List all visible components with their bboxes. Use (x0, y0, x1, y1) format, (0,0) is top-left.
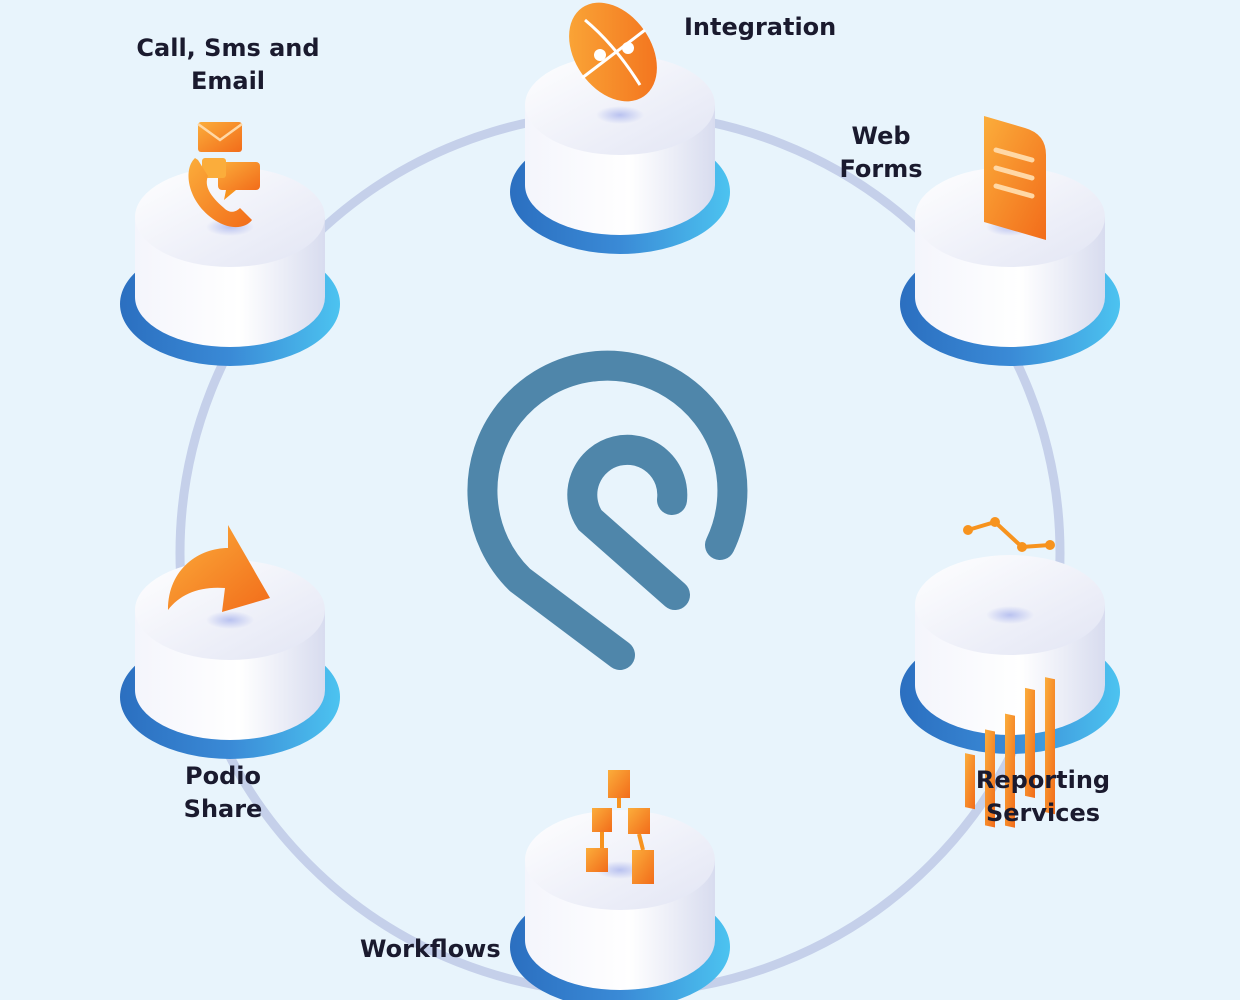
podio-logo-icon (467, 350, 748, 670)
label-integration: Integration (684, 11, 836, 44)
label-podio-share-line-2: Share (183, 795, 263, 823)
node-call-sms-email (120, 167, 340, 366)
label-podio-share-line-1: Podio (185, 762, 261, 790)
label-podio-share: Podio Share (176, 760, 270, 826)
puzzle-globe-icon (569, 2, 657, 102)
phone-chat-mail-icon (188, 122, 260, 228)
label-web-forms-line-1: Web (851, 122, 911, 150)
label-integration-line-1: Integration (684, 13, 837, 41)
node-reporting-services (900, 555, 1120, 754)
document-form-icon (984, 116, 1046, 240)
flowchart-icon (586, 770, 654, 884)
label-reporting-services-line-2: Services (985, 799, 1101, 827)
label-call-sms-email: Call, Sms and Email (130, 32, 326, 98)
label-call-sms-email-line-2: Email (190, 67, 266, 95)
label-web-forms: Web Forms (836, 120, 926, 186)
node-workflows (510, 810, 730, 1000)
node-podio-share (120, 560, 340, 759)
label-reporting-services: Reporting Services (970, 764, 1116, 830)
label-reporting-services-line-1: Reporting (975, 766, 1111, 794)
bar-chart-icon (963, 517, 1055, 828)
label-workflows: Workflows (360, 933, 501, 966)
label-workflows-line-1: Workflows (360, 935, 501, 963)
node-integration (510, 55, 730, 254)
label-call-sms-email-line-1: Call, Sms and (136, 34, 320, 62)
share-arrow-icon (168, 525, 270, 612)
label-web-forms-line-2: Forms (839, 155, 923, 183)
